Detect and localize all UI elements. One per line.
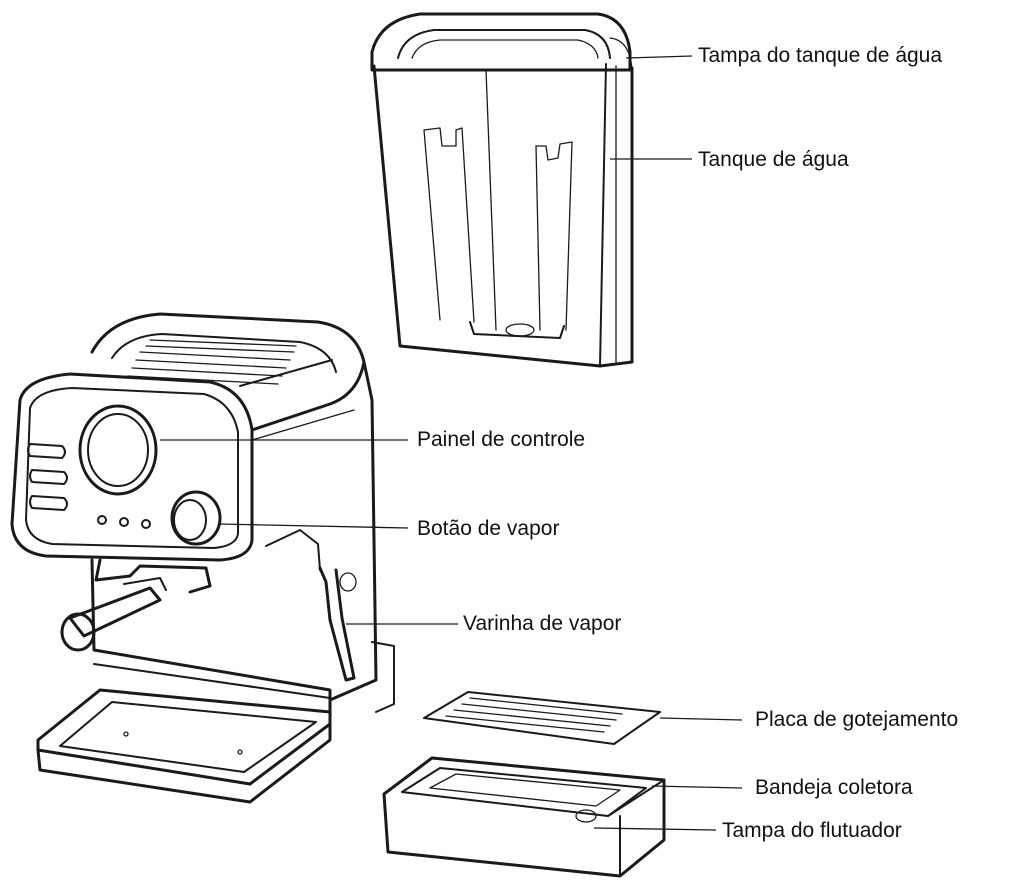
label-drip-tray: Bandeja coletora [755, 776, 913, 799]
indicator-lights [97, 515, 151, 529]
leader-drip-plate [659, 717, 743, 721]
label-water-tank: Tanque de água [698, 148, 849, 171]
label-water-tank-lid: Tampa do tanque de água [698, 44, 943, 67]
portafilter [60, 558, 212, 652]
control-buttons [27, 443, 68, 511]
leader-water-tank-lid [625, 55, 693, 59]
leader-drip-tray [651, 785, 743, 789]
label-steam-wand: Varinha de vapor [463, 612, 622, 635]
water-tank-lid [370, 12, 633, 72]
steam-wand [265, 529, 357, 682]
label-control-panel: Painel de controle [417, 428, 586, 451]
leader-steam-knob [217, 523, 409, 529]
leader-lines [160, 55, 743, 831]
label-drip-plate: Placa de gotejamento [755, 708, 959, 731]
label-float-cover: Tampa do flutuador [722, 819, 902, 842]
espresso-machine-body [10, 312, 395, 804]
label-steam-knob: Botão de vapor [417, 517, 560, 540]
pressure-gauge [78, 404, 158, 496]
water-tank [370, 12, 634, 368]
machine-base-tray [36, 688, 332, 804]
steam-knob [170, 490, 222, 546]
leader-float-cover [593, 827, 717, 831]
drip-tray [382, 756, 666, 878]
drip-plate [423, 691, 661, 745]
